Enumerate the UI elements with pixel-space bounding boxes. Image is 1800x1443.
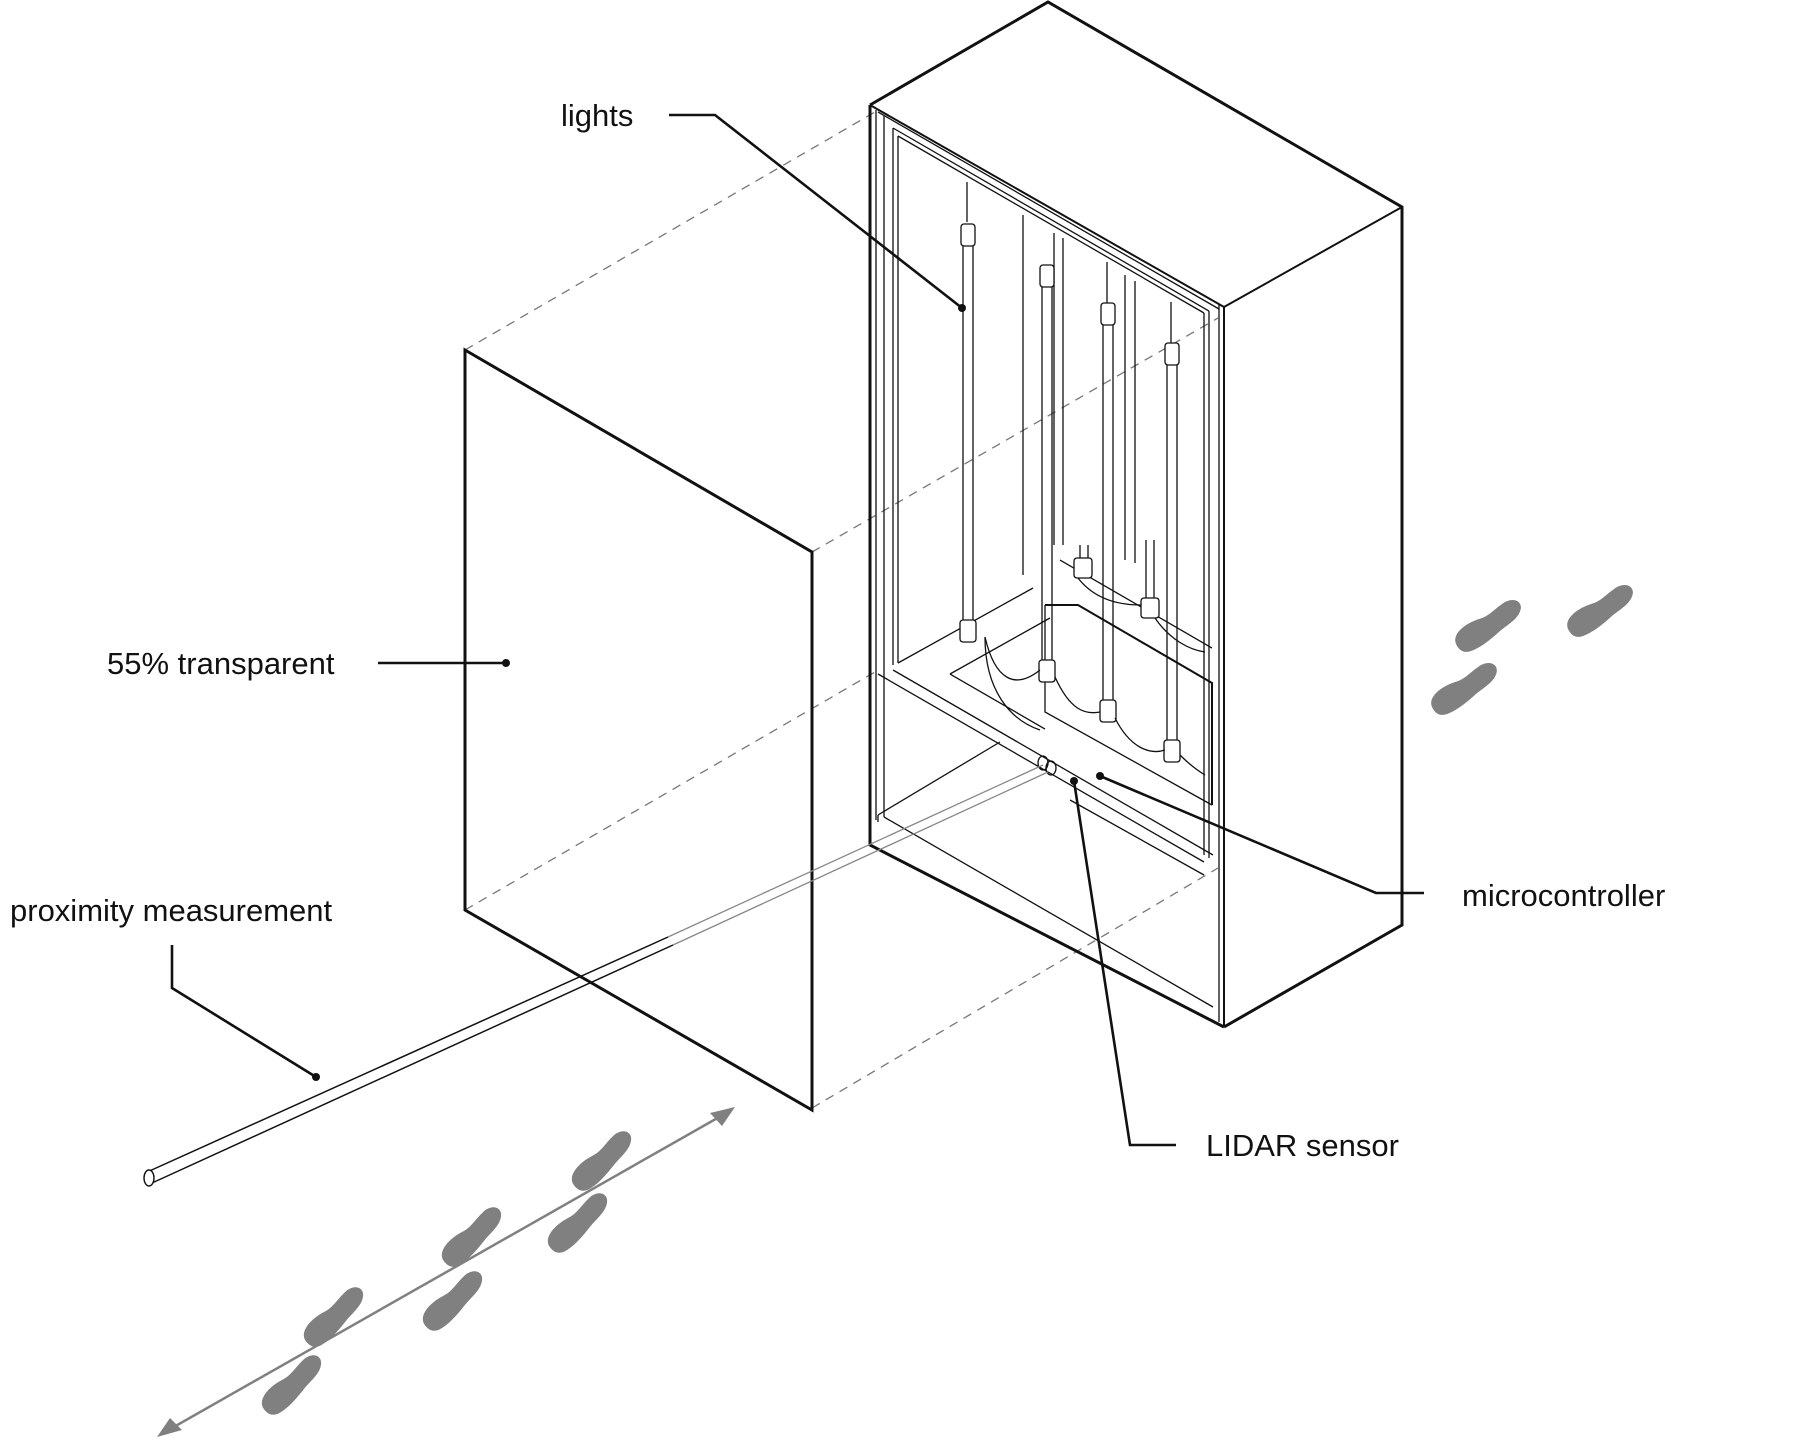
light-tube: [1163, 302, 1181, 763]
tube-clip: [1073, 557, 1093, 579]
walking-direction-arrow: [157, 1107, 735, 1437]
footprint: [441, 1207, 502, 1267]
panel-outline: [463, 347, 814, 1113]
wire: [1179, 754, 1206, 776]
footprints: [261, 585, 1633, 1415]
frame-line: [1044, 605, 1213, 806]
guide-top-left: [464, 111, 876, 351]
tube-clip: [959, 619, 977, 643]
leader-dot-transparent: [502, 659, 510, 667]
arrow-head-down: [157, 1418, 182, 1437]
wire: [1054, 676, 1101, 714]
wire: [1154, 617, 1206, 653]
beam-line-far: [672, 771, 1049, 946]
lights-group: [959, 182, 1206, 776]
footprint: [422, 1271, 483, 1331]
guide-top-right: [811, 317, 1219, 553]
cabinet-outline-top-right: [869, 0, 1404, 1029]
frame-line: [877, 673, 1205, 863]
frame-top-outer: [869, 104, 1225, 308]
label-lidar-sensor: LIDAR sensor: [1206, 1128, 1399, 1163]
lidar-lens: [1045, 760, 1057, 776]
leader-proximity: [170, 945, 317, 1079]
footprint: [547, 1193, 608, 1253]
guide-bottom-right: [811, 867, 1219, 1109]
wire: [1114, 717, 1166, 753]
proximity-beam: [143, 764, 1049, 1187]
cabinet-top-front-edge: [1223, 206, 1403, 308]
beam-line-near: [151, 944, 674, 1184]
frame-line: [1069, 799, 1205, 876]
leader-dot-lidar: [1070, 777, 1078, 785]
label-lights: lights: [561, 98, 634, 133]
beam-line-far: [667, 764, 1044, 938]
wire: [984, 636, 1041, 681]
leader-lights: [669, 113, 963, 310]
arrow-shaft: [164, 1110, 729, 1434]
cabinet: [868, 0, 1404, 1029]
light-tube: [1038, 264, 1056, 683]
tube-clip: [1038, 659, 1056, 683]
frame-line: [892, 669, 1214, 856]
beam-line-near: [144, 936, 669, 1174]
footprint: [261, 1355, 322, 1415]
frame-line: [897, 135, 1205, 314]
footprint: [1567, 585, 1633, 637]
frame-line: [892, 127, 1210, 312]
leader-lines: [170, 113, 1424, 1147]
frame-line: [949, 617, 1051, 675]
footprint: [571, 1131, 632, 1191]
frame-line: [949, 673, 1046, 730]
frame-line: [877, 111, 1220, 310]
tube-cap: [1039, 264, 1055, 288]
wire: [984, 636, 1041, 731]
leader-dot-lights: [958, 304, 966, 312]
frame-line: [883, 816, 1214, 1008]
leader-lidar: [1072, 780, 1176, 1147]
footprint: [303, 1287, 364, 1347]
wire: [1077, 577, 1142, 606]
arrow-head-up: [710, 1107, 735, 1126]
projection-guides: [464, 111, 1219, 1109]
light-tube: [1099, 262, 1117, 723]
tube-cap: [1164, 342, 1180, 366]
light-tube: [959, 182, 977, 643]
frame-line: [877, 741, 1001, 816]
leader-dot-microcontroller: [1096, 772, 1104, 780]
label-transparent-panel: 55% transparent: [107, 646, 335, 681]
microcontroller-board-edge: [1045, 604, 1213, 805]
footprint: [1455, 600, 1521, 652]
label-microcontroller: microcontroller: [1462, 878, 1666, 913]
beam-end-cap: [143, 1169, 155, 1187]
footprint: [1431, 663, 1497, 715]
leader-microcontroller: [1099, 774, 1424, 895]
tube-cap: [960, 223, 976, 247]
transparent-panel: [463, 347, 814, 1113]
tube-clip: [1163, 739, 1181, 763]
tube-clip: [1099, 699, 1117, 723]
label-proximity-measurement: proximity measurement: [10, 893, 333, 928]
tube-cap: [1100, 302, 1116, 326]
tube-clip: [1140, 597, 1160, 619]
leader-dot-proximity: [312, 1073, 320, 1081]
cabinet-outline-left-bottom: [868, 105, 1225, 1029]
